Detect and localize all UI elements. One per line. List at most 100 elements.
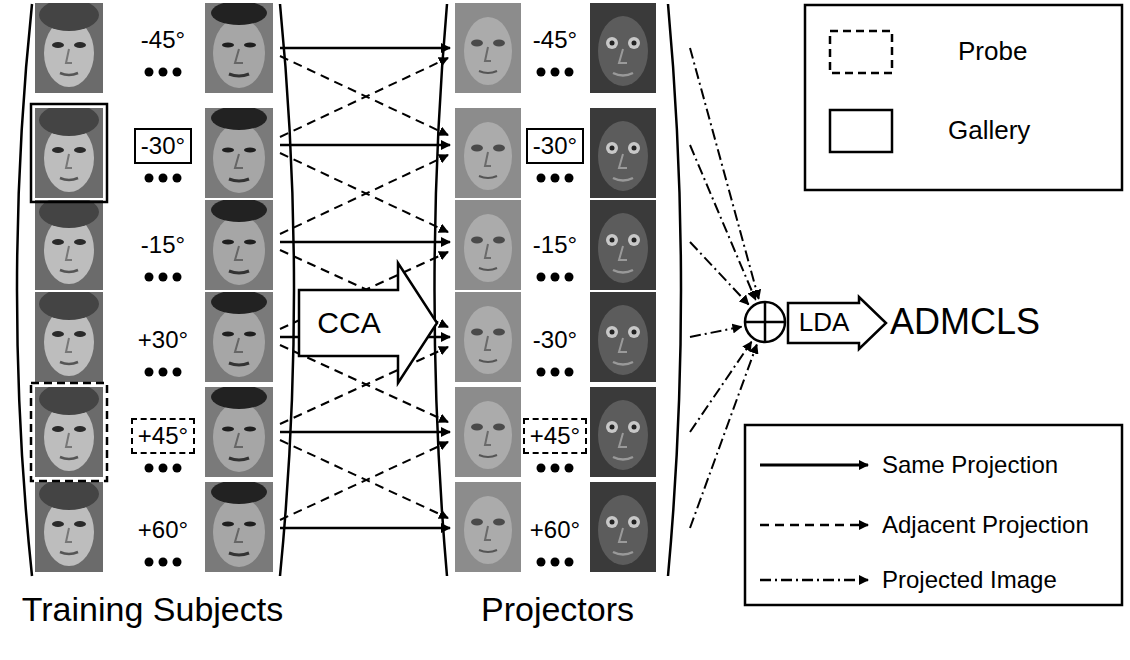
probe-frame (31, 383, 107, 481)
sum-circle (745, 302, 785, 342)
arrow (280, 347, 448, 424)
same-projection-sample (760, 464, 868, 467)
paren (17, 4, 32, 576)
dots (145, 68, 182, 77)
angle-label: +60° (530, 516, 580, 544)
gallery-angle-box: -30° (526, 128, 584, 164)
arrow-label: CCA (300, 290, 398, 356)
probe-angle-box: +45° (523, 418, 587, 454)
angle-label: -30° (141, 132, 185, 160)
dots (145, 174, 182, 183)
arrow (280, 241, 450, 244)
projector-image (590, 292, 656, 382)
projector-image (590, 108, 656, 198)
block-arrow-outline (788, 297, 886, 349)
dots (145, 464, 182, 473)
legend-frame (805, 5, 1122, 190)
arrow (690, 48, 759, 299)
angle-label: +45° (138, 422, 188, 450)
dots (145, 368, 182, 377)
projector-image (455, 200, 521, 290)
face-photo (205, 1, 273, 93)
gallery-frame (31, 104, 107, 202)
gallery-sample (830, 110, 892, 152)
projector-image (455, 3, 521, 93)
paren (280, 4, 294, 576)
face-photo (35, 288, 103, 382)
angle-label: -45° (533, 26, 577, 54)
projected-image-arrows (690, 48, 759, 528)
cca-arrow: CCA (298, 262, 438, 384)
projector-faces (455, 3, 656, 572)
face-photo (205, 106, 273, 198)
group-title: Projectors (420, 590, 695, 629)
arrow (280, 144, 450, 147)
projected-image-sample (760, 579, 868, 582)
angle-label: -30° (533, 326, 577, 354)
projector-image (455, 292, 521, 382)
lda-arrow: LDA (787, 296, 887, 350)
group-title: Training Subjects (5, 590, 300, 629)
arrow-label: LDA (789, 303, 859, 343)
dots (537, 68, 574, 77)
arrow (690, 345, 757, 528)
dots (537, 464, 574, 473)
face-photo (35, 383, 103, 477)
block-arrow-outline (299, 263, 437, 383)
arrow (690, 327, 742, 337)
arrow (690, 242, 749, 305)
arrow (280, 153, 448, 232)
output-label: ADMCLS (890, 301, 1040, 342)
legend-text: Projected Image (882, 566, 1057, 594)
gallery-angle-box: -30° (134, 128, 192, 164)
angle-label: -15° (141, 231, 185, 259)
probe-sample (830, 31, 892, 73)
arrow (280, 58, 448, 137)
projector-image (590, 387, 656, 477)
angle-label: +45° (530, 422, 580, 450)
face-photo (35, 0, 103, 93)
arrow (280, 527, 450, 530)
arrow (280, 442, 448, 520)
legend-text: Same Projection (882, 451, 1058, 479)
paren (668, 4, 681, 576)
angle-label: -45° (141, 26, 185, 54)
arrow (280, 440, 448, 518)
angle-label: +30° (138, 326, 188, 354)
arrow (280, 56, 448, 135)
projector-image (455, 482, 521, 572)
probe-angle-box: +45° (131, 418, 195, 454)
sum-symbol (745, 302, 785, 342)
adjacent-projection-sample (760, 524, 868, 527)
dots (537, 174, 574, 183)
adjacent-projection-arrows (280, 56, 448, 520)
legend-text: Gallery (948, 116, 1030, 146)
projector-image (455, 387, 521, 477)
face-photo (35, 104, 103, 198)
face-photo (205, 290, 273, 382)
parentheses (17, 4, 681, 576)
dots (145, 273, 182, 282)
paren (435, 4, 448, 576)
sum-cross (764, 302, 767, 342)
legend-text: Probe (958, 37, 1027, 67)
arrow (280, 47, 450, 50)
dots (537, 273, 574, 282)
dots (145, 558, 182, 567)
projector-image (590, 200, 656, 290)
arrow (280, 155, 448, 234)
angle-label: -15° (533, 231, 577, 259)
ellipsis-dots (145, 68, 574, 567)
legend-text: Adjacent Projection (882, 511, 1089, 539)
face-photo (205, 385, 273, 477)
face-photo (205, 198, 273, 290)
dots (537, 368, 574, 377)
projector-image (590, 482, 656, 572)
angle-label: +60° (138, 516, 188, 544)
dots (537, 558, 574, 567)
face-photo (205, 480, 273, 572)
same-projection-arrows (280, 48, 450, 528)
face-photo (35, 196, 103, 290)
projector-image (590, 3, 656, 93)
training-faces (35, 0, 273, 572)
